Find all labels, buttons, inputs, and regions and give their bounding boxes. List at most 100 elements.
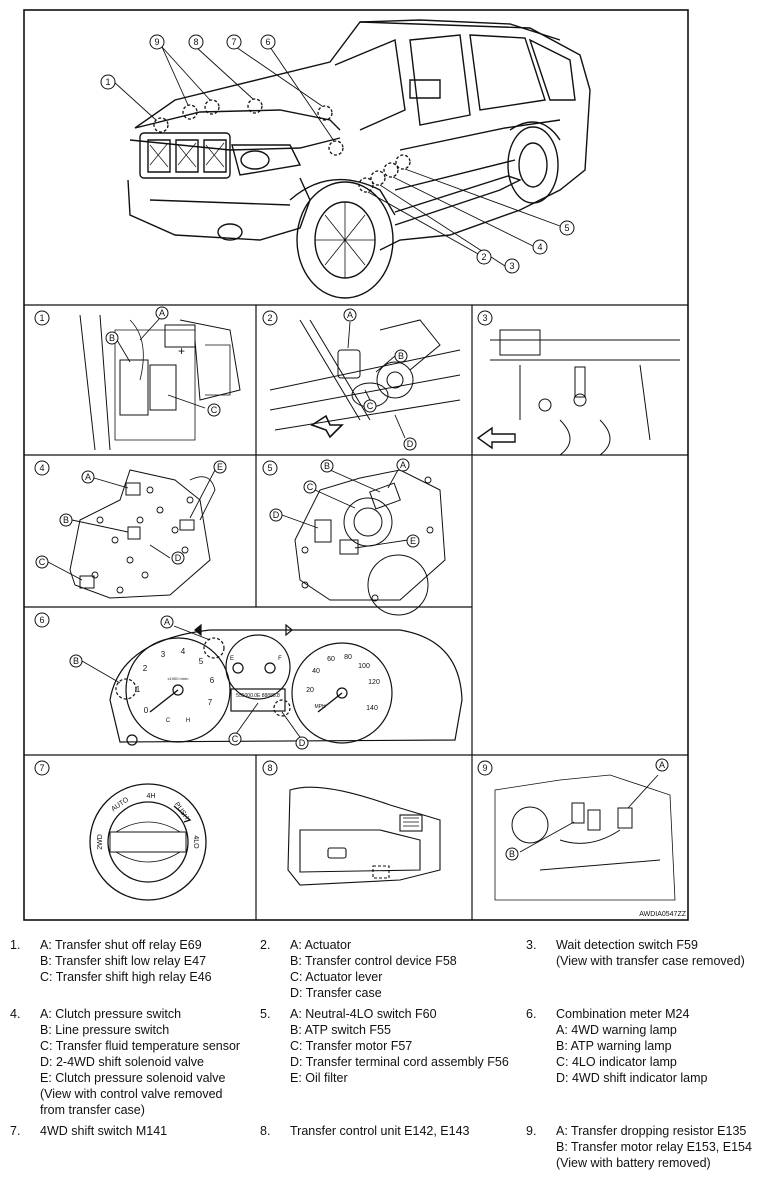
legend-line: A: 4WD warning lamp — [556, 1023, 677, 1037]
tacho-tick-1: 1 — [136, 685, 141, 694]
overview-leaders — [113, 46, 561, 267]
callout-1: 1 — [105, 77, 110, 87]
legend-line: E: Clutch pressure solenoid valve — [40, 1071, 226, 1085]
p4-letter-a: A — [85, 472, 91, 482]
p6-letter-b: B — [73, 656, 79, 666]
panel-number-7: 7 — [39, 763, 44, 773]
legend-line: D: Transfer terminal cord assembly F56 — [290, 1055, 509, 1069]
legend-line: 4WD shift switch M141 — [40, 1124, 168, 1138]
p4-letter-c: C — [39, 557, 46, 567]
p2-letter-b: B — [398, 351, 404, 361]
panel-3-wait-switch — [476, 329, 680, 456]
legend-line: C: Actuator lever — [290, 970, 383, 984]
p9-letter-a: A — [659, 760, 665, 770]
callout-7: 7 — [231, 37, 236, 47]
legend-line: Combination meter M24 — [556, 1007, 690, 1021]
legend-line: B: Line pressure switch — [40, 1023, 170, 1037]
p5-letter-e: E — [410, 536, 416, 546]
speed-tick-80: 80 — [344, 654, 352, 661]
p5-letter-b: B — [324, 461, 330, 471]
switch-label-4lo: 4LO — [192, 835, 199, 849]
p5-letter-c: C — [307, 482, 314, 492]
callout-9: 9 — [154, 37, 159, 47]
p5-letter-d: D — [273, 510, 280, 520]
tacho-tick-7: 7 — [208, 698, 213, 707]
callout-4: 4 — [537, 242, 542, 252]
legend-line: B: ATP warning lamp — [556, 1039, 672, 1053]
speed-unit: MPH — [314, 704, 326, 710]
legend-line: A: Transfer dropping resistor E135 — [556, 1124, 747, 1138]
speed-tick-140: 140 — [366, 705, 378, 712]
panel-5-transfer-motor — [281, 469, 446, 616]
legend-line: Wait detection switch F59 — [556, 938, 698, 952]
panel-number-5: 5 — [267, 463, 272, 473]
legend-line: B: Transfer control device F58 — [290, 954, 457, 968]
odometer: 555000.0E 88888.8 — [236, 693, 280, 699]
legend-line: A: Neutral-4LO switch F60 — [290, 1007, 437, 1021]
legend-line: Transfer control unit E142, E143 — [290, 1124, 470, 1138]
panel-number-6: 6 — [39, 615, 44, 625]
p9-letter-b: B — [509, 849, 515, 859]
panel-number-2: 2 — [267, 313, 272, 323]
tacho-tick-4: 4 — [181, 647, 186, 656]
legend-line: A: Clutch pressure switch — [40, 1007, 182, 1021]
legend-line: C: Transfer fluid temperature sensor — [40, 1039, 241, 1053]
temp-tick-h: H — [186, 718, 190, 724]
speed-tick-40: 40 — [312, 668, 320, 675]
p2-letter-d: D — [407, 439, 414, 449]
callout-8: 8 — [193, 37, 198, 47]
legend-line: B: Transfer motor relay E153, E154 — [556, 1140, 752, 1154]
tacho-tick-5: 5 — [199, 657, 204, 666]
panel-number-4: 4 — [39, 463, 44, 473]
tacho-label: x1000 r/min — [168, 676, 189, 681]
p2-letter-a: A — [347, 310, 353, 320]
legend-line: E: Oil filter — [290, 1071, 348, 1085]
panel-2-actuator — [269, 319, 461, 439]
tacho-tick-6: 6 — [210, 676, 215, 685]
legend-line: C: 4LO indicator lamp — [556, 1055, 677, 1069]
legend-number: 5. — [260, 1007, 271, 1021]
panel-number-9: 9 — [482, 763, 487, 773]
speed-tick-60: 60 — [327, 656, 335, 663]
legend-line: B: Transfer shift low relay E47 — [40, 954, 207, 968]
p6-letter-a: A — [164, 617, 170, 627]
p4-letter-b: B — [63, 515, 69, 525]
legend-line: (View with control valve removed — [40, 1087, 223, 1101]
speed-tick-20: 20 — [306, 687, 314, 694]
legend-number: 1. — [10, 938, 21, 952]
panel-6-combination-meter — [81, 623, 463, 746]
figure-code: AWDIA0547ZZ — [639, 911, 687, 918]
p6-letter-c: C — [232, 734, 239, 744]
p4-letter-d: D — [175, 553, 182, 563]
callout-5: 5 — [564, 223, 569, 233]
legend-line: B: ATP switch F55 — [290, 1023, 391, 1037]
panel-9-resistor-relay — [494, 774, 676, 901]
speed-tick-100: 100 — [358, 663, 370, 670]
callout-6: 6 — [265, 37, 270, 47]
callout-labels: 1 9 8 7 6 2 3 4 5 1 2 3 4 5 6 7 8 9 A B … — [34, 34, 687, 918]
legend-line: A: Transfer shut off relay E69 — [40, 938, 202, 952]
panel-1-relays: + — [79, 314, 241, 451]
speed-tick-120: 120 — [368, 679, 380, 686]
p4-letter-e: E — [217, 462, 223, 472]
p2-letter-c: C — [367, 401, 374, 411]
tacho-tick-2: 2 — [143, 664, 148, 673]
legend-number: 8. — [260, 1124, 271, 1138]
legend-line: (View with transfer case removed) — [556, 954, 745, 968]
fuel-tick-e: E — [230, 656, 234, 662]
panel-number-8: 8 — [267, 763, 272, 773]
legend-number: 6. — [526, 1007, 537, 1021]
callout-3: 3 — [509, 261, 514, 271]
legend-line: D: 4WD shift indicator lamp — [556, 1071, 708, 1085]
legend-line: D: Transfer case — [290, 986, 382, 1000]
legend-number: 3. — [526, 938, 537, 952]
fuel-tick-f: F — [278, 656, 282, 662]
legend-number: 4. — [10, 1007, 21, 1021]
callout-2: 2 — [481, 252, 486, 262]
p1-letter-c: C — [211, 405, 218, 415]
vehicle-illustration — [127, 19, 591, 299]
legend-line: from transfer case) — [40, 1103, 145, 1117]
panel-7-shift-switch — [89, 783, 207, 901]
temp-tick-c: C — [166, 718, 171, 724]
switch-label-push: PUSH — [173, 801, 190, 821]
